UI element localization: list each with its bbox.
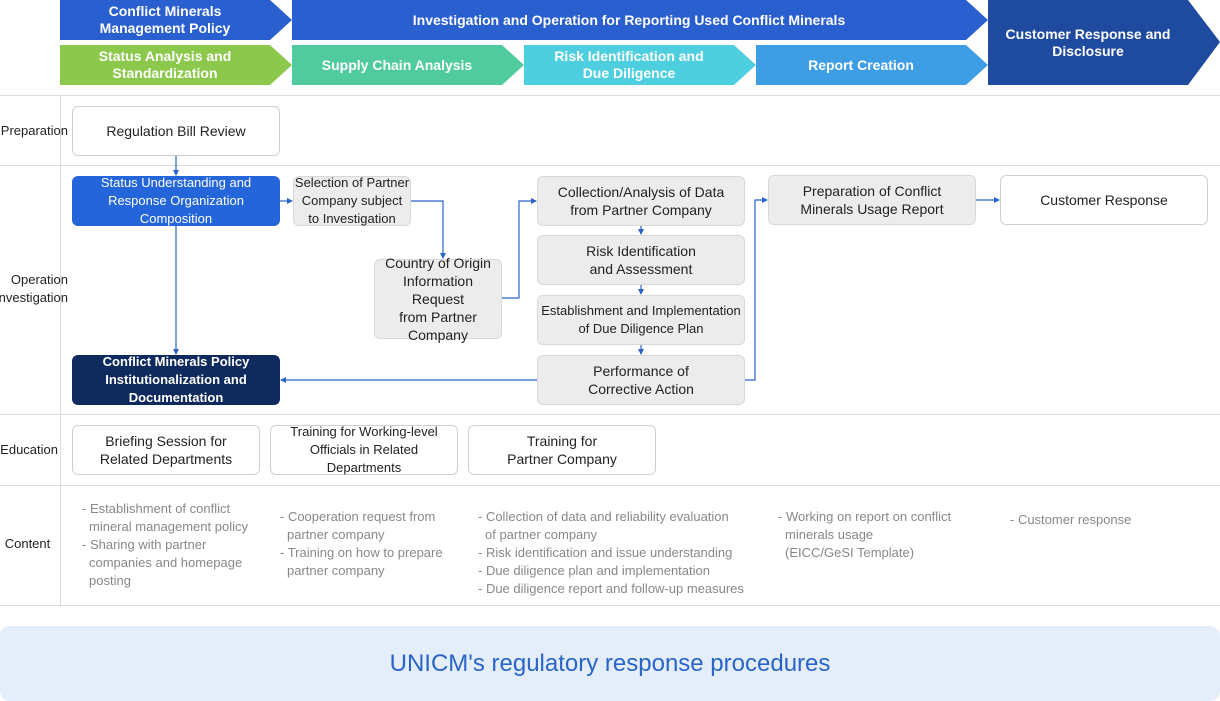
content-col-supply-chain: - Cooperation request from partner compa… bbox=[280, 508, 470, 580]
policy-institutionalization-box: Conflict Minerals Policy Institutionaliz… bbox=[72, 354, 280, 405]
divider-education bbox=[0, 485, 1220, 486]
header-investigation-stage: Investigation and Operation for Reportin… bbox=[292, 0, 988, 40]
divider-operation bbox=[0, 414, 1220, 415]
content-col-customer: - Customer response bbox=[1010, 511, 1210, 529]
content-col-report: - Working on report on conflict minerals… bbox=[778, 508, 988, 562]
content-item: - Collection of data and reliability eva… bbox=[478, 509, 729, 542]
content-item: - Training on how to prepare partner com… bbox=[280, 545, 443, 578]
row-label-preparation: Preparation bbox=[0, 123, 68, 138]
selection-partner-box: Selection of Partner Company subject to … bbox=[293, 175, 411, 226]
header-policy-stage: Conflict Minerals Management Policy bbox=[60, 0, 292, 40]
content-item: - Customer response bbox=[1010, 512, 1132, 527]
collection-analysis-box: Collection/Analysis of Data from Partner… bbox=[537, 176, 745, 226]
education-partner-box: Training for Partner Company bbox=[468, 425, 656, 475]
content-item: - Cooperation request from partner compa… bbox=[280, 509, 436, 542]
due-diligence-plan-box: Establishment and Implementation of Due … bbox=[537, 295, 745, 345]
corrective-action-box: Performance of Corrective Action bbox=[537, 355, 745, 405]
content-item: - Establishment of conflict mineral mana… bbox=[82, 501, 248, 534]
country-origin-box: Country of Origin Information Request fr… bbox=[374, 255, 502, 343]
header-status-analysis: Status Analysis and Standardization bbox=[60, 45, 292, 85]
content-col-policy: - Establishment of conflict mineral mana… bbox=[82, 500, 272, 590]
usage-report-box: Preparation of Conflict Minerals Usage R… bbox=[768, 175, 976, 225]
divider-content bbox=[0, 605, 1220, 606]
header-report-creation: Report Creation bbox=[756, 45, 988, 85]
arrow-corrective-to-report bbox=[745, 197, 768, 381]
page-title-banner: UNICM's regulatory response procedures bbox=[0, 626, 1220, 701]
arrow-selection-to-country bbox=[411, 200, 446, 259]
divider-label-column bbox=[60, 95, 61, 605]
row-label-content: Content bbox=[4, 536, 51, 551]
row-label-education: Education bbox=[0, 442, 58, 457]
divider-top bbox=[0, 95, 1220, 96]
customer-response-box: Customer Response bbox=[1000, 175, 1208, 225]
divider-preparation bbox=[0, 165, 1220, 166]
content-item: - Due diligence plan and implementation bbox=[478, 563, 710, 578]
risk-identification-box: Risk Identification and Assessment bbox=[537, 235, 745, 285]
content-item: - Risk identification and issue understa… bbox=[478, 545, 733, 560]
education-working-level-box: Training for Working-level Officials in … bbox=[270, 424, 458, 475]
regulation-review-box: Regulation Bill Review bbox=[72, 106, 280, 156]
status-understanding-box: Status Understanding and Response Organi… bbox=[72, 175, 280, 226]
content-item: - Due diligence report and follow-up mea… bbox=[478, 581, 744, 596]
education-briefing-box: Briefing Session for Related Departments bbox=[72, 425, 260, 475]
content-item: - Working on report on conflict minerals… bbox=[778, 509, 952, 560]
header-risk-identification: Risk Identification and Due Diligence bbox=[524, 45, 756, 85]
row-label-operation: Operation Investigation bbox=[0, 272, 68, 305]
header-supply-chain: Supply Chain Analysis bbox=[292, 45, 524, 85]
content-item: - Sharing with partner companies and hom… bbox=[82, 537, 243, 588]
content-col-risk: - Collection of data and reliability eva… bbox=[478, 508, 758, 598]
header-customer-response: Customer Response and Disclosure bbox=[988, 0, 1220, 85]
arrow-country-to-collection bbox=[502, 198, 537, 299]
